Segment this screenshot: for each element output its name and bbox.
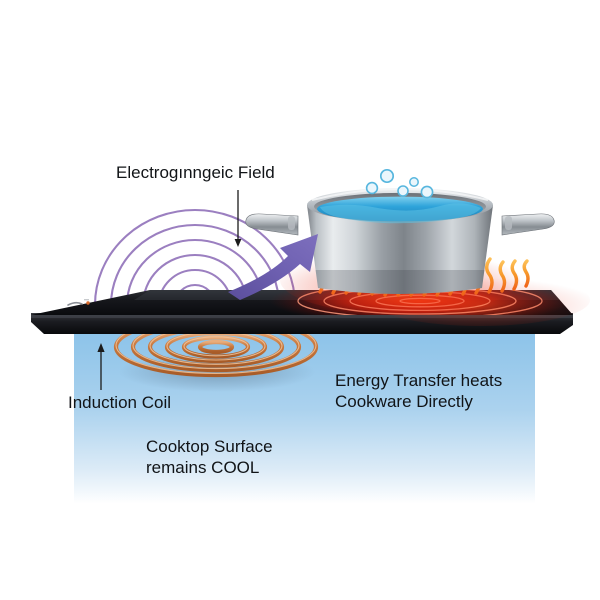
leader-line-electromagnetic	[234, 190, 242, 247]
pot-handle-left[interactable]	[245, 213, 299, 236]
label-cooktop-surface: Cooktop Surface remains COOL	[146, 437, 273, 477]
energy-transfer-arrow	[228, 234, 318, 300]
pot-handle-right[interactable]	[501, 213, 555, 236]
label-induction-coil: Induction Coil	[68, 393, 172, 412]
steam-bubbles	[365, 168, 434, 199]
leader-line-induction-coil	[97, 343, 105, 390]
label-electromagnetic-field: Electrogınngeic Field	[116, 163, 275, 182]
pot-body	[307, 205, 493, 294]
stainless-steel-pot[interactable]	[245, 188, 555, 300]
cooktop-control-markings[interactable]	[67, 299, 90, 306]
label-energy-transfer: Energy Transfer heats Cookware Directly	[335, 371, 503, 411]
